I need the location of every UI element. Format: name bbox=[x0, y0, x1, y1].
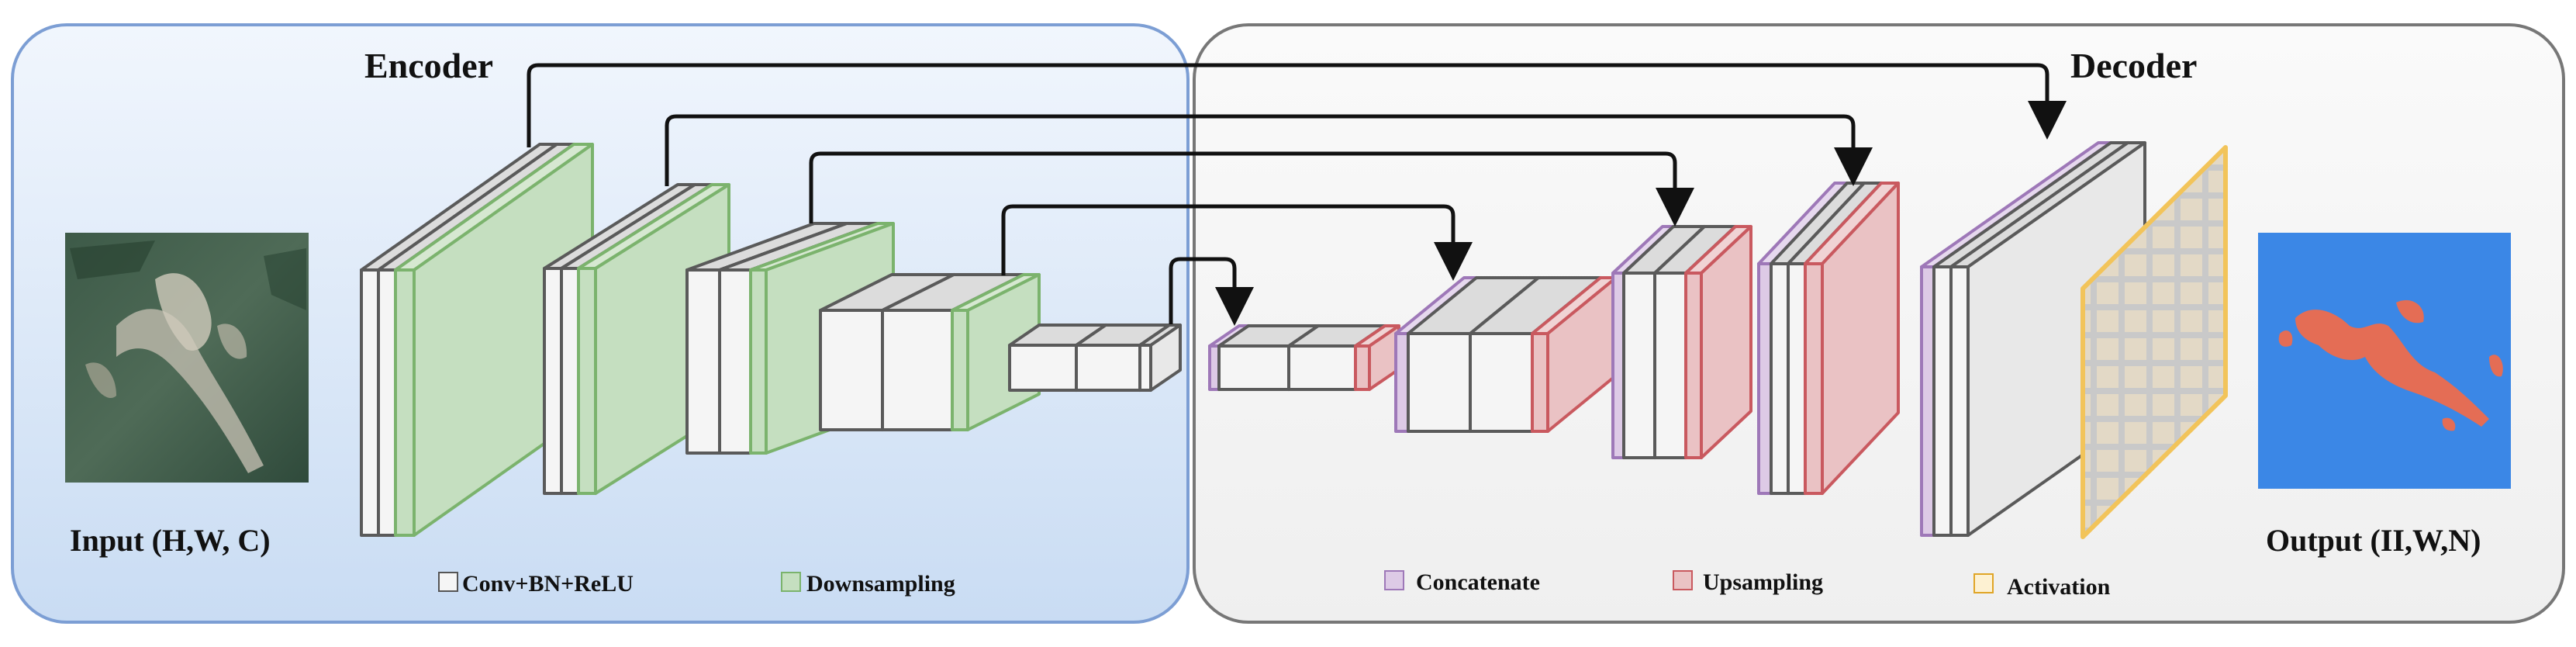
decoder-block-3 bbox=[1611, 225, 1752, 459]
output-label: Output (II,W,N) bbox=[2266, 523, 2481, 558]
encoder-title: Encoder bbox=[364, 46, 493, 85]
input-image bbox=[65, 233, 309, 483]
legend-activation: Activation bbox=[1973, 573, 2111, 600]
encoder-block-1-slice-2-front bbox=[377, 268, 397, 537]
decoder-block-5-slice-3-front bbox=[1949, 265, 1970, 537]
bottleneck-block-slice-2-front bbox=[1075, 344, 1141, 392]
legend-activation-label: Activation bbox=[2007, 574, 2111, 600]
encoder-block-4-slice-3-front bbox=[951, 309, 969, 431]
decoder-block-4-slice-2-front bbox=[1770, 262, 1790, 495]
decoder-block-4-slice-4-front bbox=[1804, 262, 1824, 495]
encoder-block-4-slice-2-front bbox=[881, 309, 954, 431]
legend: Conv+BN+ReLU Downsampling Concatenate Up… bbox=[438, 569, 2111, 600]
decoder-block-2-slice-1-front bbox=[1394, 332, 1410, 433]
encoder-block-3-slice-1-front bbox=[685, 268, 721, 455]
decoder-block-5-slice-1-front bbox=[1920, 265, 1935, 537]
activation-layer-plane bbox=[2080, 145, 2228, 539]
decoder-block-3-slice-1-front bbox=[1611, 272, 1625, 459]
encoder-block-4-slice-1-front bbox=[819, 309, 884, 431]
bottleneck-block-slice-1-front bbox=[1008, 344, 1078, 392]
encoder-block-1-slice-3-front bbox=[394, 268, 416, 537]
decoder-block-2-slice-3-front bbox=[1469, 332, 1534, 433]
skip-connection-2 bbox=[665, 114, 1873, 186]
decoder-block-2-slice-2-front bbox=[1407, 332, 1472, 433]
activation-layer bbox=[2080, 145, 2228, 539]
decoder-block-1-slice-3-front bbox=[1287, 344, 1357, 391]
legend-concatenate-swatch bbox=[1384, 570, 1404, 590]
legend-activation-swatch bbox=[1973, 573, 1994, 593]
legend-upsampling-swatch bbox=[1673, 570, 1693, 590]
decoder-block-3-slice-2-front bbox=[1622, 272, 1656, 459]
legend-concatenate: Concatenate bbox=[1384, 569, 1540, 595]
legend-concatenate-label: Concatenate bbox=[1416, 569, 1540, 595]
decoder-block-3-slice-4-front bbox=[1684, 272, 1703, 459]
legend-downsampling: Downsampling bbox=[781, 571, 955, 597]
decoder-block-5 bbox=[1920, 141, 2146, 537]
encoder-block-2-slice-1-front bbox=[543, 267, 563, 495]
legend-conv: Conv+BN+ReLU bbox=[438, 571, 634, 597]
skip-connection-1 bbox=[527, 63, 2067, 147]
decoder-block-1-slice-4-front bbox=[1354, 344, 1371, 391]
skip-connection-3 bbox=[809, 151, 1694, 227]
decoder-block-4 bbox=[1757, 182, 1900, 495]
legend-downsampling-label: Downsampling bbox=[806, 571, 955, 597]
skip-connections bbox=[527, 63, 2067, 326]
output-image bbox=[2258, 233, 2511, 489]
encoder-block-4 bbox=[819, 273, 1041, 431]
encoder-block-2-slice-3-front bbox=[577, 267, 597, 495]
encoder-block-2-slice-2-front bbox=[560, 267, 580, 495]
encoder-block-3-slice-2-front bbox=[718, 268, 752, 455]
skip-connection-4 bbox=[1001, 204, 1473, 281]
bottleneck-block-slice-3-front bbox=[1138, 344, 1152, 392]
legend-downsampling-swatch bbox=[781, 572, 801, 592]
decoder-block-3-slice-3-front bbox=[1653, 272, 1687, 459]
legend-conv-swatch bbox=[438, 572, 458, 592]
input-label: Input (H,W, C) bbox=[70, 523, 271, 558]
decoder-block-4-slice-1-front bbox=[1757, 262, 1773, 495]
legend-upsampling: Upsampling bbox=[1673, 569, 1823, 595]
legend-conv-label: Conv+BN+ReLU bbox=[462, 571, 634, 597]
decoder-block-1 bbox=[1208, 324, 1400, 391]
decoder-block-1-slice-2-front bbox=[1217, 344, 1290, 391]
layer-blocks bbox=[360, 141, 2228, 539]
bottleneck-block bbox=[1008, 324, 1182, 392]
encoder-block-1-slice-1-front bbox=[360, 268, 380, 537]
decoder-title: Decoder bbox=[2070, 46, 2197, 85]
legend-upsampling-label: Upsampling bbox=[1703, 569, 1823, 595]
decoder-block-5-slice-2-front bbox=[1932, 265, 1953, 537]
encoder-block-3-slice-3-front bbox=[749, 268, 768, 455]
decoder-block-4-slice-3-front bbox=[1787, 262, 1807, 495]
skip-connection-bottleneck bbox=[1169, 257, 1254, 326]
decoder-block-2-slice-4-front bbox=[1531, 332, 1549, 433]
